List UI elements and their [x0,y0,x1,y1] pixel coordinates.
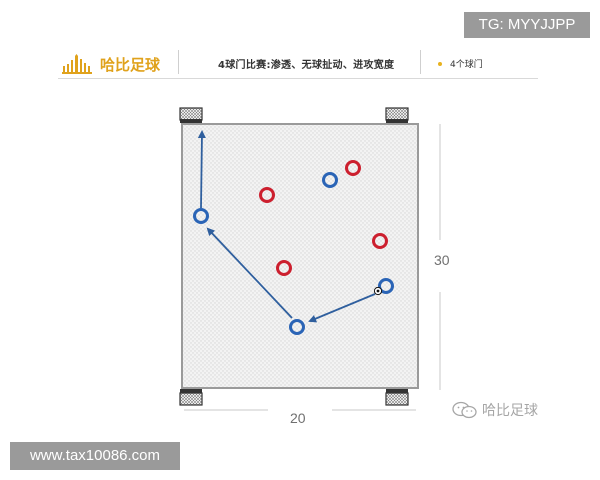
header-bar: 哈比足球 4球门比赛:渗透、无球扯动、进攻宽度 4个球门 [58,48,538,78]
tg-badge: TG: MYYJJPP [464,12,590,38]
run-arrow [197,130,206,209]
watermark-text: 哈比足球 [482,403,538,419]
red-player [372,233,388,249]
pass-arrow [308,293,376,323]
pitch-area [181,123,419,389]
header-divider [178,50,179,74]
logo: 哈比足球 [62,52,160,74]
field-width-label: 20 [290,410,306,426]
blue-player [378,278,394,294]
site-url-badge: www.tax10086.com [10,442,180,470]
blue-player [289,319,305,335]
pass-arrow [206,227,293,319]
legend-bullet [438,62,442,66]
blue-player [193,208,209,224]
goal-bottom-right [385,389,409,406]
watermark: 哈比足球 [452,400,538,420]
blue-player [322,172,338,188]
red-player [259,187,275,203]
red-player [276,260,292,276]
goal-bottom-left [179,389,203,406]
field-height-label: 30 [434,252,450,268]
legend-goals-label: 4个球门 [450,60,483,70]
wechat-icon [452,401,477,419]
red-player [345,160,361,176]
header-divider [420,50,421,74]
ball-icon [373,286,383,296]
goal-top-left [179,107,203,123]
stadium-icon [62,54,92,74]
drill-title: 4球门比赛:渗透、无球扯动、进攻宽度 [218,60,395,71]
logo-text: 哈比足球 [100,56,161,74]
goal-top-right [385,107,409,123]
header-rule [58,78,538,79]
